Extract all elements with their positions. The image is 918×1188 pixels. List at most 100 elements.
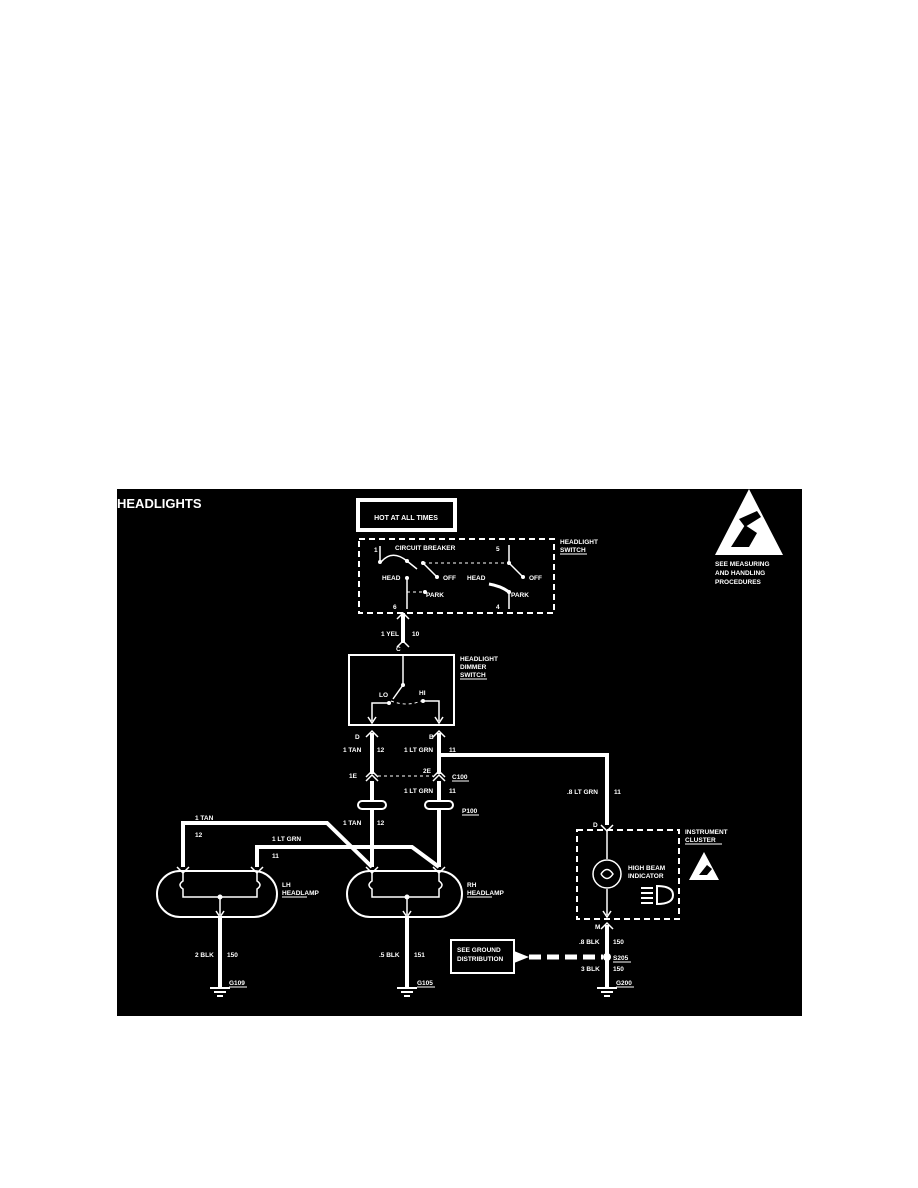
svg-text:G200: G200 [616, 980, 632, 987]
svg-text:OFF: OFF [443, 575, 456, 582]
svg-text:11: 11 [614, 789, 621, 796]
svg-text:12: 12 [377, 747, 385, 754]
wire-tan-mid-label: 1 TAN 12 [343, 820, 385, 827]
svg-text:12: 12 [377, 820, 385, 827]
svg-text:4: 4 [496, 604, 500, 611]
esd-small-icon [689, 852, 719, 880]
wire-yel-label: 1 YEL 10 [381, 631, 420, 638]
svg-text:LH: LH [282, 882, 291, 889]
svg-text:HIGH BEAM: HIGH BEAM [628, 865, 665, 872]
svg-text:HOT AT ALL TIMES: HOT AT ALL TIMES [374, 515, 438, 522]
svg-text:.8 BLK: .8 BLK [579, 939, 600, 946]
wire-ltgrn-cluster-label: .8 LT GRN 11 [567, 789, 621, 796]
svg-text:1E: 1E [349, 773, 358, 780]
hot-at-all-times-box: HOT AT ALL TIMES [356, 498, 457, 532]
svg-text:1 TAN: 1 TAN [343, 820, 362, 827]
svg-text:HEADLIGHT: HEADLIGHT [560, 539, 598, 546]
svg-text:PARK: PARK [426, 592, 444, 599]
svg-text:1 LT GRN: 1 LT GRN [404, 747, 433, 754]
svg-text:3 BLK: 3 BLK [581, 966, 600, 973]
svg-text:SWITCH: SWITCH [460, 672, 486, 679]
svg-text:HEADLAMP: HEADLAMP [282, 890, 319, 897]
svg-text:D: D [355, 734, 360, 741]
headlight-switch: HEADLIGHT SWITCH 1 CIRCUIT BREAKER 5 HEA… [358, 538, 598, 614]
esd-note: SEE MEASURING AND HANDLING PROCEDURES [715, 561, 770, 586]
ground-g109: G109 [210, 980, 247, 997]
svg-text:5: 5 [496, 546, 500, 553]
wire-ltgrn-mid-label: 1 LT GRN 11 [404, 788, 456, 795]
svg-text:G105: G105 [417, 980, 433, 987]
wire-tan-lh-label: 1 TAN 12 [195, 815, 214, 839]
svg-text:11: 11 [449, 747, 456, 754]
svg-text:2E: 2E [423, 768, 432, 775]
svg-text:INDICATOR: INDICATOR [628, 873, 664, 880]
wire-lh-ground-label: 2 BLK 150 [195, 952, 238, 959]
svg-text:LO: LO [379, 692, 388, 699]
svg-text:C: C [396, 646, 401, 653]
svg-text:1: 1 [374, 547, 378, 554]
wire-ltgrn-lh-label: 1 LT GRN 11 [272, 836, 301, 860]
svg-text:DISTRIBUTION: DISTRIBUTION [457, 956, 504, 963]
svg-text:M: M [595, 924, 600, 931]
svg-text:150: 150 [227, 952, 238, 959]
svg-text:2 BLK: 2 BLK [195, 952, 214, 959]
high-beam-icon [641, 884, 675, 906]
svg-text:1 LT GRN: 1 LT GRN [404, 788, 433, 795]
svg-text:10: 10 [412, 631, 420, 638]
svg-text:1 TAN: 1 TAN [343, 747, 362, 754]
svg-text:SWITCH: SWITCH [560, 547, 586, 554]
svg-text:S205: S205 [613, 955, 629, 962]
connector-c100: 1E 2E C100 [349, 768, 469, 782]
svg-text:C100: C100 [452, 774, 468, 781]
rh-headlamp: RH HEADLAMP [346, 866, 504, 919]
ground-g105: G105 [397, 980, 435, 997]
svg-text:1 YEL: 1 YEL [381, 631, 399, 638]
diagram-title: HEADLIGHTS [117, 496, 202, 511]
wire-rh-ground-label: .5 BLK 151 [379, 952, 425, 959]
svg-text:SEE MEASURING: SEE MEASURING [715, 561, 770, 568]
svg-text:PROCEDURES: PROCEDURES [715, 579, 762, 586]
svg-text:1 TAN: 1 TAN [195, 815, 214, 822]
svg-text:P100: P100 [462, 808, 478, 815]
svg-text:RH: RH [467, 882, 477, 889]
svg-text:11: 11 [272, 853, 279, 860]
svg-text:DIMMER: DIMMER [460, 664, 487, 671]
svg-text:6: 6 [393, 604, 397, 611]
ground-g200: G200 [597, 980, 634, 997]
splice-s205: S205 [603, 953, 631, 963]
wire-ltgrn-top-label: 1 LT GRN 11 [404, 747, 456, 754]
svg-text:151: 151 [414, 952, 425, 959]
svg-text:G109: G109 [229, 980, 245, 987]
svg-text:SEE GROUND: SEE GROUND [457, 947, 501, 954]
svg-text:AND HANDLING: AND HANDLING [715, 570, 765, 577]
lh-headlamp: LH HEADLAMP [156, 866, 319, 919]
svg-text:HEADLAMP: HEADLAMP [467, 890, 504, 897]
connector-p100: P100 [357, 800, 479, 816]
svg-text:.5 BLK: .5 BLK [379, 952, 400, 959]
svg-text:11: 11 [449, 788, 456, 795]
headlights-wiring-diagram: HEADLIGHTS HOT AT ALL TIMES SEE MEASURIN… [117, 489, 802, 1016]
svg-text:HEADLIGHT: HEADLIGHT [460, 656, 498, 663]
wire-cluster-blk-label: .8 BLK 150 [579, 939, 624, 946]
svg-text:D: D [593, 822, 598, 829]
esd-warning-icon [715, 489, 783, 555]
svg-text:150: 150 [613, 939, 624, 946]
svg-text:HEAD: HEAD [382, 575, 401, 582]
instrument-cluster: D INSTRUMENT CLUSTER HIGH BEAM INDICATOR… [576, 822, 728, 931]
svg-text:150: 150 [613, 966, 624, 973]
svg-text:PARK: PARK [511, 592, 529, 599]
svg-text:B: B [429, 734, 434, 741]
svg-text:.8 LT GRN: .8 LT GRN [567, 789, 598, 796]
ground-distribution-note: SEE GROUND DISTRIBUTION [450, 939, 603, 974]
svg-text:CLUSTER: CLUSTER [685, 837, 716, 844]
svg-text:12: 12 [195, 832, 203, 839]
headlight-dimmer-switch: C HEADLIGHT DIMMER SWITCH LO HI D B [348, 646, 498, 741]
svg-text:1 LT GRN: 1 LT GRN [272, 836, 301, 843]
svg-text:OFF: OFF [529, 575, 542, 582]
wire-tan-top-label: 1 TAN 12 [343, 747, 385, 754]
svg-text:HI: HI [419, 690, 426, 697]
svg-text:INSTRUMENT: INSTRUMENT [685, 829, 728, 836]
svg-text:CIRCUIT BREAKER: CIRCUIT BREAKER [395, 545, 456, 552]
svg-text:HEAD: HEAD [467, 575, 486, 582]
wire-blk3-label: 3 BLK 150 [581, 966, 624, 973]
